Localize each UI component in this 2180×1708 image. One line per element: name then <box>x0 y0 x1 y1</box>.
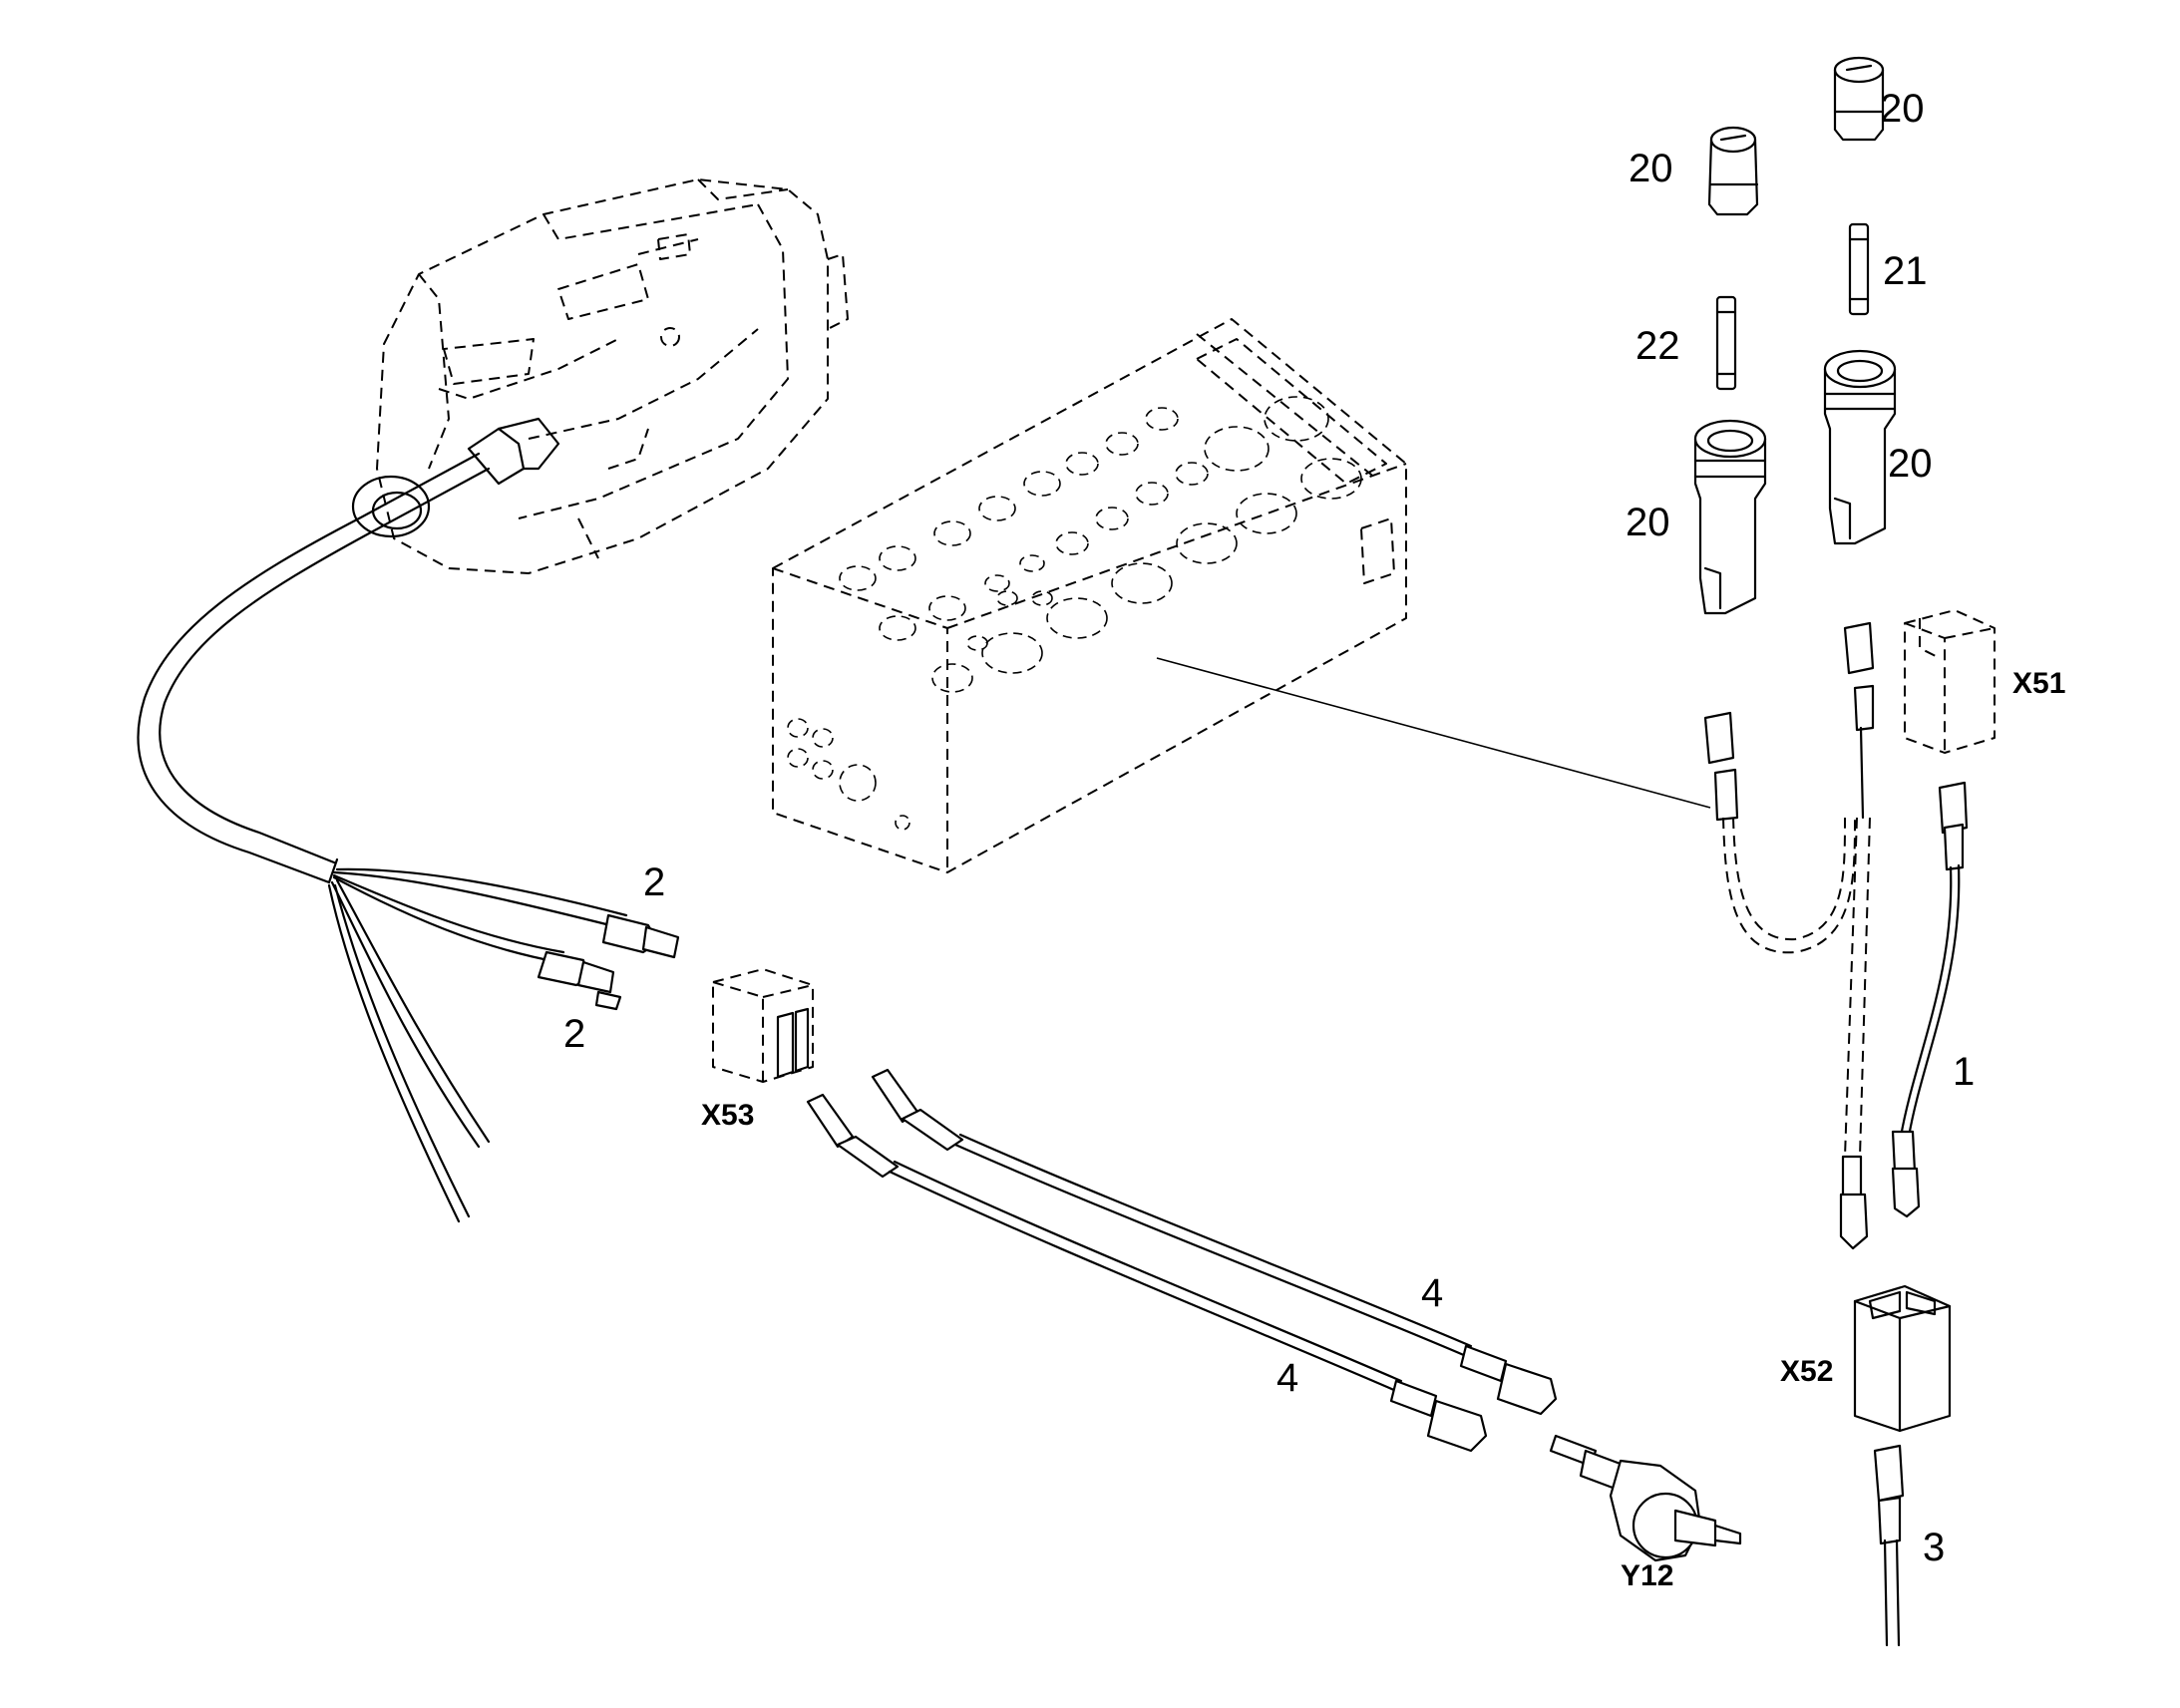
part-labels: 20 20 21 22 20 20 X51 2 2 X53 1 4 4 X52 … <box>563 87 2065 1592</box>
fuse-cap-left <box>1707 126 1759 216</box>
fuse-22 <box>1715 295 1737 391</box>
valve-label-y12: Y12 <box>1621 1559 1673 1592</box>
connector-label-x53: X53 <box>701 1099 754 1132</box>
part-label-3: 3 <box>1923 1526 1945 1569</box>
wire-4-pair <box>806 1068 1558 1453</box>
part-label-2-lower: 2 <box>563 1012 585 1056</box>
part-label-2-upper: 2 <box>643 860 665 904</box>
part-label-20-holder-left: 20 <box>1626 501 1670 544</box>
control-box-holes <box>787 396 1362 831</box>
part-label-4-upper: 4 <box>1421 1271 1443 1315</box>
connector-label-x52: X52 <box>1780 1355 1833 1388</box>
wire-3 <box>1873 1444 1905 1647</box>
part-label-22: 22 <box>1635 324 1680 368</box>
fuse-21 <box>1848 222 1870 316</box>
connector-label-x51: X51 <box>2012 667 2065 700</box>
part-label-20-cap: 20 <box>1629 147 1673 190</box>
fuse-cap-top <box>1833 56 1885 142</box>
control-box <box>772 318 1711 873</box>
heater-unit <box>351 178 849 574</box>
fuse-holder-left <box>1693 419 1767 615</box>
connector-x52 <box>1853 1284 1952 1433</box>
internal-wire <box>1703 621 1875 1250</box>
fuse-holder-right <box>1823 349 1897 545</box>
connector-x53 <box>712 968 814 1083</box>
part-label-21: 21 <box>1883 249 1928 293</box>
main-cable <box>137 452 680 1223</box>
part-label-20-holder-right: 20 <box>1888 442 1933 486</box>
part-label-1: 1 <box>1953 1050 1975 1094</box>
part-label-20-top: 20 <box>1880 87 1925 131</box>
part-label-4-lower: 4 <box>1276 1356 1298 1400</box>
valve-y12 <box>1549 1434 1742 1562</box>
connector-x51 <box>1904 609 1996 754</box>
wire-1 <box>1891 781 1969 1218</box>
